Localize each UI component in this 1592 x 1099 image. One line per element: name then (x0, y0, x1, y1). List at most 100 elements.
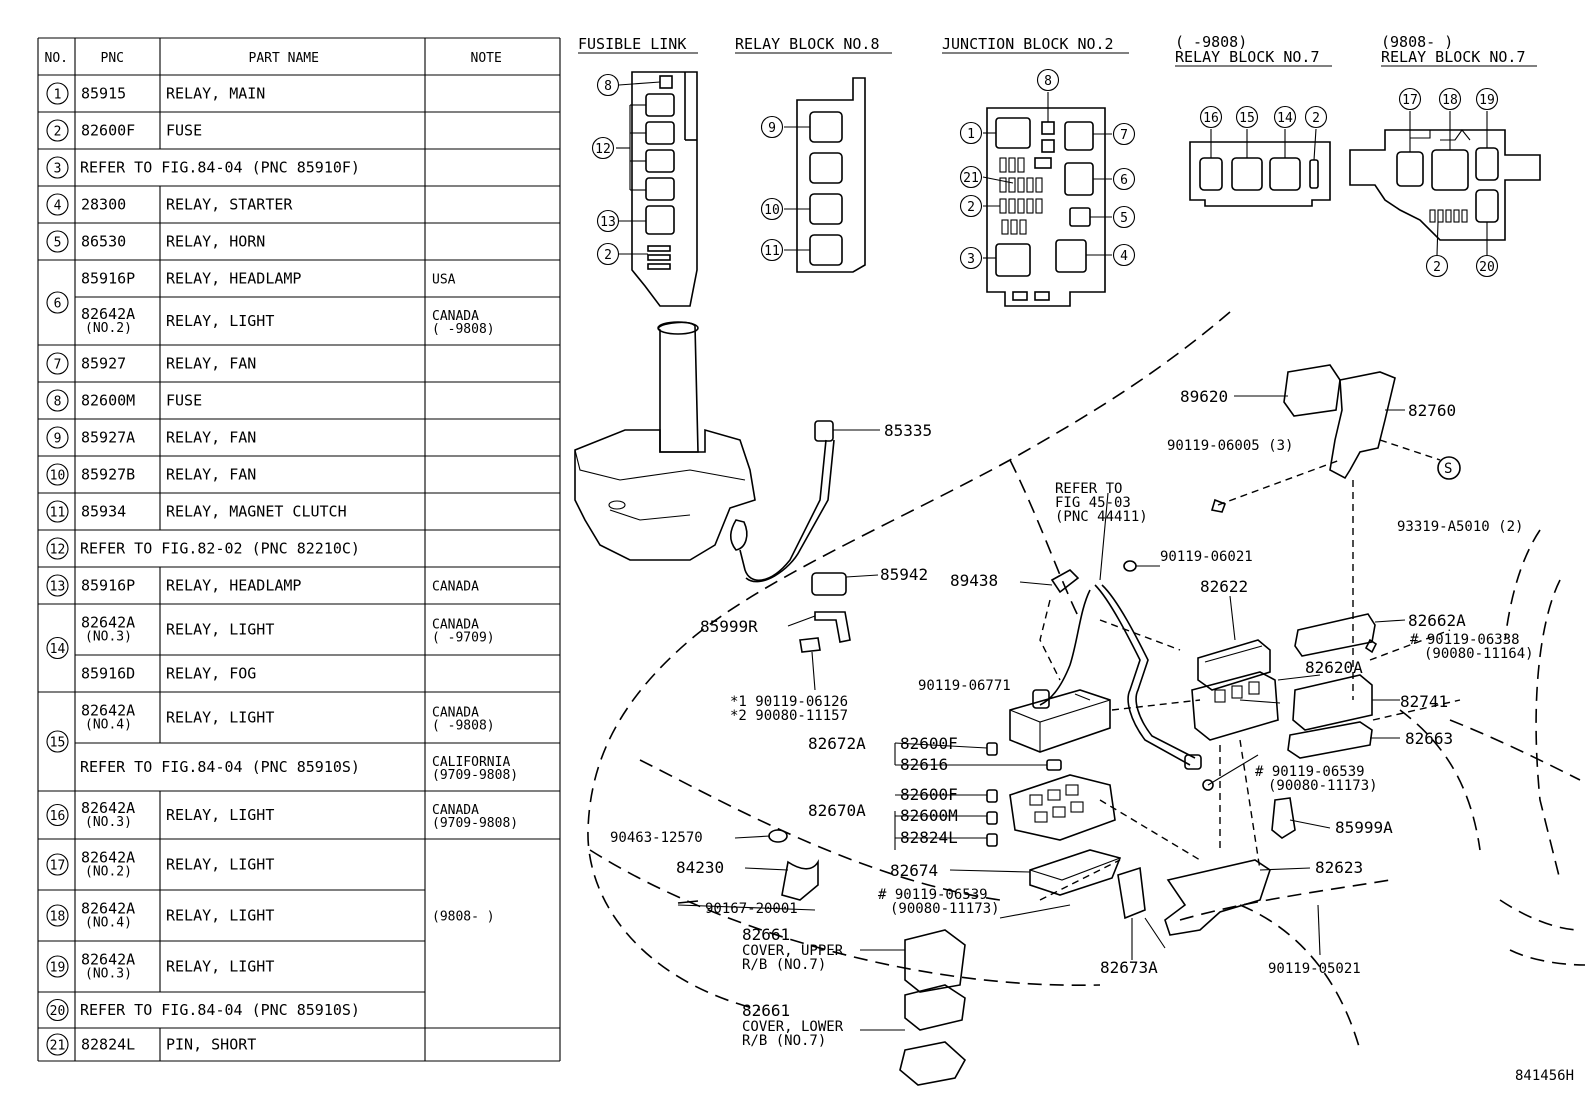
callout-circle (1425, 254, 1449, 278)
part-name-cell: RELAY, STARTER (166, 196, 293, 214)
callout-circle (596, 209, 620, 233)
callout-number: 12 (595, 142, 611, 157)
callout-circle (760, 115, 784, 139)
label-82600m: 82600M (900, 806, 958, 825)
label-cover-upper: COVER, UPPER (742, 943, 844, 959)
label-82672a: 82672A (808, 734, 866, 753)
relay-85942 (811, 572, 879, 596)
label-82670a: 82670A (808, 801, 866, 820)
part-name-cell: RELAY, FOG (166, 665, 256, 683)
part-name-cell: RELAY, LIGHT (166, 621, 274, 639)
row-number-circle (46, 352, 69, 375)
row-number-circle (46, 955, 69, 978)
bracket-82760 (1210, 371, 1441, 700)
row-number-circle (46, 500, 69, 523)
part-name-cell: RELAY, HEADLAMP (166, 270, 301, 288)
relay-block-covers (899, 929, 967, 1086)
label-82661-upper: 82661 (742, 925, 790, 944)
part-name-cell: RELAY, LIGHT (166, 312, 274, 330)
pnc-suffix: (NO.4) (85, 916, 132, 931)
row-number: 9 (54, 432, 62, 447)
title-relay-block-7b: RELAY BLOCK NO.7 (1381, 48, 1526, 66)
row-number-circle (46, 537, 69, 560)
part-name-cell: RELAY, FAN (166, 355, 256, 373)
row-number-circle (46, 463, 69, 486)
fusible-link-block-drawing (616, 71, 698, 307)
pnc-suffix: (NO.3) (85, 967, 132, 982)
callout-circle (1199, 105, 1223, 129)
label-82662a: 82662A (1408, 611, 1466, 630)
callout-number: 17 (1402, 93, 1418, 108)
row-number-circle (46, 230, 69, 253)
label-82616: 82616 (900, 755, 948, 774)
note-cell: CANADA (432, 618, 479, 633)
callout-circle (1235, 105, 1259, 129)
diagram-labels: 85335 89620 82760 90119-06005 (3) S 9331… (610, 387, 1574, 1084)
part-name-cell: RELAY, FAN (166, 466, 256, 484)
label-90119-06539-b: # 90119-06539 (878, 887, 988, 903)
pnc-cell: 82642A (81, 849, 135, 867)
part-name-cell: RELAY, FAN (166, 429, 256, 447)
row-number: 21 (50, 1039, 66, 1054)
relay-block-8-drawing (784, 77, 866, 273)
row-number: 19 (50, 961, 66, 976)
pnc-cell: 82600M (81, 392, 135, 410)
pnc-cell: 85927 (81, 355, 126, 373)
callout-circle (1398, 87, 1422, 111)
pnc-cell: 86530 (81, 233, 126, 251)
row-number-circle (46, 291, 69, 314)
label-85999r: 85999R (700, 617, 758, 636)
bracket-85999r (787, 611, 851, 691)
note-cell: USA (432, 273, 456, 288)
label-82661-lower: 82661 (742, 1001, 790, 1020)
part-name-cell: RELAY, HORN (166, 233, 265, 251)
part-name-cell: RELAY, MAGNET CLUTCH (166, 503, 347, 521)
row-number: 10 (50, 469, 66, 484)
label-90080-11173-b: (90080-11173) (890, 901, 1000, 917)
pnc-cell: 85927A (81, 429, 135, 447)
label-90119-06021: 90119-06021 (1160, 549, 1253, 565)
callout-number: 21 (963, 171, 979, 186)
row-number-circle (46, 156, 69, 179)
pnc-cell: 82600F (81, 122, 135, 140)
pnc-suffix: (NO.4) (85, 718, 132, 733)
part-name-cell: RELAY, LIGHT (166, 907, 274, 925)
label-cover-upper-rb: R/B (NO.7) (742, 957, 826, 973)
fuse-82600m (986, 811, 998, 825)
label-93319-a5010: 93319-A5010 (2) (1397, 519, 1523, 535)
row-number: 1 (54, 88, 62, 103)
callout-circle (760, 238, 784, 262)
row-number: 12 (50, 543, 66, 558)
callout-number: 8 (1044, 74, 1052, 89)
callout-circle (1304, 105, 1328, 129)
callout-number: 2 (1433, 260, 1441, 275)
row-number-circle (46, 636, 69, 660)
note-cell: CANADA (432, 803, 479, 818)
fuse-82600f-top (986, 742, 998, 756)
refer-text: REFER TO FIG.84-04 (PNC 85910F) (80, 159, 360, 177)
row-number: 6 (54, 297, 62, 312)
pnc-suffix: (NO.2) (85, 865, 132, 880)
pnc-cell: 82642A (81, 900, 135, 918)
callout-circle (1475, 87, 1499, 111)
part-name-cell: RELAY, LIGHT (166, 856, 274, 874)
title-relay-block-7b-range: (9808- ) (1381, 33, 1453, 51)
callout-circle (1112, 205, 1136, 229)
callout-number: 2 (1312, 111, 1320, 126)
row-number: 18 (50, 910, 66, 925)
label-82760: 82760 (1408, 401, 1456, 420)
refer-text: REFER TO FIG.84-04 (PNC 85910S) (80, 758, 360, 776)
row-number: 5 (54, 236, 62, 251)
label-82600f-2: 82600F (900, 785, 958, 804)
callout-number: 4 (1120, 249, 1128, 264)
row-number: 16 (50, 809, 66, 824)
row-number-circle (46, 1033, 69, 1056)
refer-text: REFER TO FIG.84-04 (PNC 85910S) (80, 1001, 360, 1019)
